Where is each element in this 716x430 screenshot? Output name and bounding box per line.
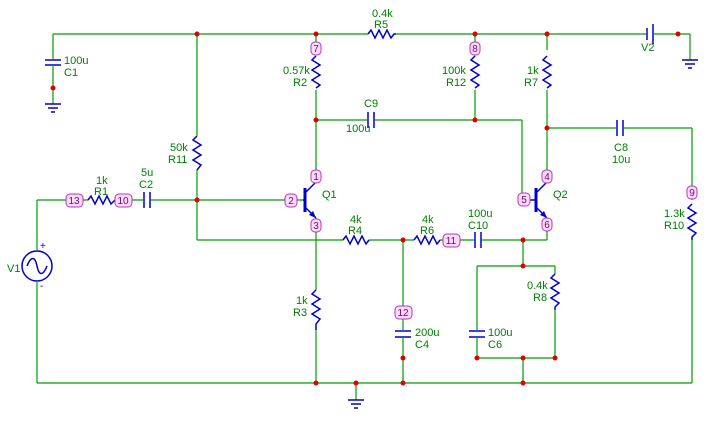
node-marker-10: 10 <box>114 193 133 208</box>
r2-value: 0.57k <box>283 65 310 77</box>
c4-name: C4 <box>415 339 429 351</box>
r11-name: R11 <box>168 154 187 166</box>
r10-value: 1.3k <box>664 208 685 220</box>
c4-value: 200u <box>415 327 439 339</box>
c9-value: 100u <box>346 123 370 135</box>
r3-value: 1k <box>296 295 308 307</box>
svg-text:10: 10 <box>117 196 129 207</box>
ac-source-v1[interactable] <box>21 250 53 282</box>
q2-name: Q2 <box>553 189 568 201</box>
capacitor-c9[interactable] <box>367 112 375 128</box>
c10-name: C10 <box>468 220 488 232</box>
resistor-r7[interactable] <box>541 55 553 89</box>
c10-value: 100u <box>468 208 492 220</box>
q1-name: Q1 <box>322 189 337 201</box>
c8-name: C8 <box>614 142 628 154</box>
c9-name: C9 <box>364 98 378 110</box>
r12-name: R12 <box>446 77 466 89</box>
c1-name: C1 <box>64 67 78 79</box>
resistor-r1[interactable] <box>87 194 118 206</box>
resistor-r11[interactable] <box>191 135 203 171</box>
r2-name: R2 <box>293 77 307 89</box>
r3-name: R3 <box>293 307 307 319</box>
node-marker-1: 1 <box>310 169 322 184</box>
c1-value: 100u <box>64 55 88 67</box>
svg-text:5: 5 <box>521 195 527 206</box>
r12-value: 100k <box>442 65 466 77</box>
resistor-r8[interactable] <box>549 273 561 310</box>
capacitor-c4[interactable] <box>395 330 411 338</box>
r6-value: 4k <box>422 214 434 226</box>
node-marker-13: 13 <box>65 193 84 208</box>
c6-name: C6 <box>488 339 502 351</box>
capacitor-c6[interactable] <box>469 330 485 338</box>
r8-value: 0.4k <box>527 280 548 292</box>
svg-text:9: 9 <box>689 188 695 199</box>
node-marker-6: 6 <box>541 217 553 232</box>
svg-text:4: 4 <box>544 172 550 183</box>
c2-value: 5u <box>141 167 153 179</box>
v2-name: V2 <box>641 42 654 54</box>
ground-symbol-v2 <box>682 59 698 69</box>
svg-text:2: 2 <box>288 196 294 207</box>
resistor-r5[interactable] <box>367 28 396 40</box>
resistor-r12[interactable] <box>469 55 481 89</box>
svg-text:6: 6 <box>544 220 550 231</box>
node-marker-3: 3 <box>310 218 322 233</box>
c6-value: 100u <box>488 327 512 339</box>
resistor-r2[interactable] <box>310 55 322 89</box>
r1-name: R1 <box>94 186 108 198</box>
capacitor-c8[interactable] <box>616 120 624 136</box>
c8-value: 10u <box>612 154 630 166</box>
ground-symbol-main <box>348 399 364 409</box>
battery-v2[interactable] <box>646 24 654 44</box>
node-marker-4: 4 <box>541 169 553 184</box>
svg-text:13: 13 <box>68 196 80 207</box>
svg-text:7: 7 <box>313 44 319 55</box>
r6-name: R6 <box>420 225 434 237</box>
resistor-r4[interactable] <box>342 234 370 246</box>
junction-dots <box>50 31 681 386</box>
svg-text:11: 11 <box>446 236 457 247</box>
node-marker-11: 11 <box>442 233 461 248</box>
svg-text:12: 12 <box>397 308 409 319</box>
v1-name: V1 <box>7 263 20 275</box>
r11-value: 50k <box>170 142 188 154</box>
resistor-r6[interactable] <box>413 234 441 246</box>
resistor-r3[interactable] <box>310 289 322 330</box>
svg-text:8: 8 <box>472 44 478 55</box>
node-marker-8: 8 <box>469 41 481 56</box>
v1-plus-sign: + <box>40 241 46 252</box>
node-marker-2: 2 <box>284 193 298 208</box>
wires <box>36 33 693 400</box>
node-marker-9: 9 <box>686 185 698 200</box>
node-marker-12: 12 <box>394 305 413 320</box>
node-marker-7: 7 <box>310 41 322 56</box>
capacitor-c10[interactable] <box>474 232 482 248</box>
node-marker-5: 5 <box>517 192 531 207</box>
r5-name: R5 <box>374 19 388 31</box>
v1-minus-sign: - <box>40 281 43 292</box>
r5-value: 0.4k <box>372 8 393 20</box>
svg-text:1: 1 <box>313 172 319 183</box>
transistor-q2[interactable] <box>530 178 548 222</box>
r10-name: R10 <box>664 220 684 232</box>
r7-value: 1k <box>527 65 539 77</box>
resistor-r10[interactable] <box>686 203 698 240</box>
r1-value: 1k <box>96 175 108 187</box>
svg-text:3: 3 <box>313 221 319 232</box>
ground-symbol-c1 <box>45 103 61 113</box>
r8-name: R8 <box>533 292 547 304</box>
r4-name: R4 <box>348 225 362 237</box>
capacitor-c2[interactable] <box>143 192 151 208</box>
r7-name: R7 <box>524 77 538 89</box>
c2-name: C2 <box>139 179 153 191</box>
r4-value: 4k <box>350 214 362 226</box>
capacitor-c1[interactable] <box>45 55 61 69</box>
